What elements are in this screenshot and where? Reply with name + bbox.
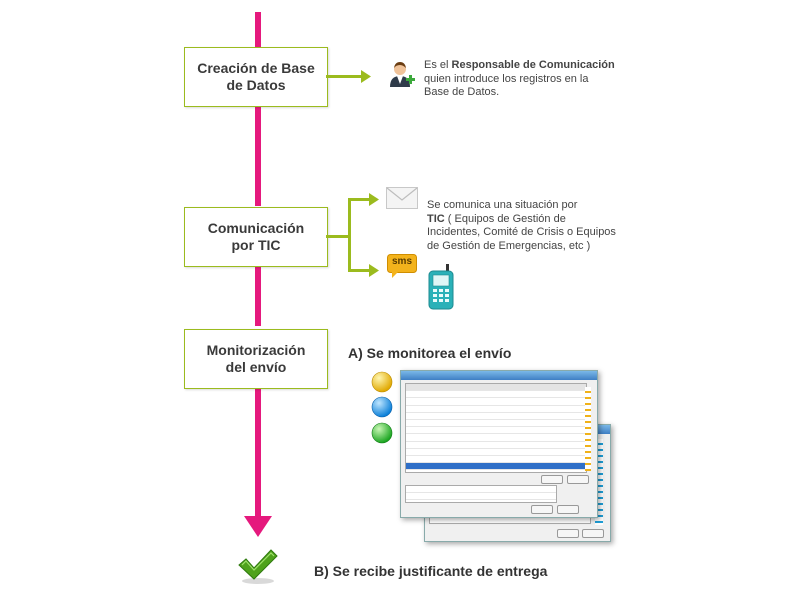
step1-description: Es el Responsable de Comunicación quien … — [424, 59, 644, 100]
step-title-line: por TIC — [231, 237, 281, 253]
checkmark-icon — [238, 549, 278, 584]
flow-line-2 — [255, 267, 261, 326]
connector-branch-top — [348, 198, 371, 201]
status-dot-yellow-icon — [371, 371, 393, 393]
desc-text: quien introduce los registros en la — [424, 72, 589, 85]
flow-line-top — [255, 12, 261, 48]
desc-text: ( Equipos de Gestión de — [444, 212, 566, 225]
desc-bold-tic: TIC — [427, 212, 445, 225]
status-dot-green-icon — [371, 422, 393, 444]
flow-line-3 — [255, 388, 261, 522]
screenshot-window-front — [400, 370, 598, 518]
step-box-monitoring: Monitorización del envío — [184, 329, 328, 389]
sms-label: sms — [391, 256, 412, 267]
desc-text: Es el — [424, 59, 452, 71]
flow-line-1 — [255, 106, 261, 206]
envelope-icon — [386, 187, 418, 209]
step-box-tic-communication: Comunicación por TIC — [184, 207, 328, 267]
user-add-icon — [390, 62, 415, 87]
step-title-line: Monitorización — [206, 342, 306, 358]
step2-description: Se comunica una situación por TIC ( Equi… — [427, 199, 647, 253]
desc-text: Se comunica una situación por — [427, 199, 578, 211]
sms-bubble-icon: sms — [387, 254, 417, 278]
status-dot-blue-icon — [371, 396, 393, 418]
step-title-line: Comunicación — [207, 220, 305, 236]
arrow-head-icon — [369, 193, 379, 206]
mobile-phone-icon — [428, 264, 454, 310]
connector-arrow-1 — [326, 75, 364, 78]
delivery-heading: B) Se recibe justificante de entrega — [314, 563, 548, 579]
step-box-database-creation: Creación de Base de Datos — [184, 47, 328, 107]
step-title-line: del envío — [225, 359, 287, 375]
desc-text: de Gestión de Emergencias, etc ) — [427, 239, 591, 252]
monitor-heading: A) Se monitorea el envío — [348, 345, 512, 361]
connector-branch-vertical — [348, 198, 351, 272]
desc-bold-role: Responsable de Comunicación — [451, 59, 615, 71]
flow-arrow-down-icon — [244, 516, 272, 537]
step-title-line: de Datos — [226, 77, 286, 93]
connector-branch-bottom — [348, 269, 371, 272]
step-title-line: Creación de Base — [197, 60, 315, 76]
desc-text: Incidentes, Comité de Crisis o Equipos — [427, 226, 616, 238]
arrow-head-icon — [369, 264, 379, 277]
connector-branch-stem — [326, 235, 350, 238]
desc-text: Base de Datos. — [424, 86, 500, 98]
arrow-head-icon — [361, 70, 371, 83]
